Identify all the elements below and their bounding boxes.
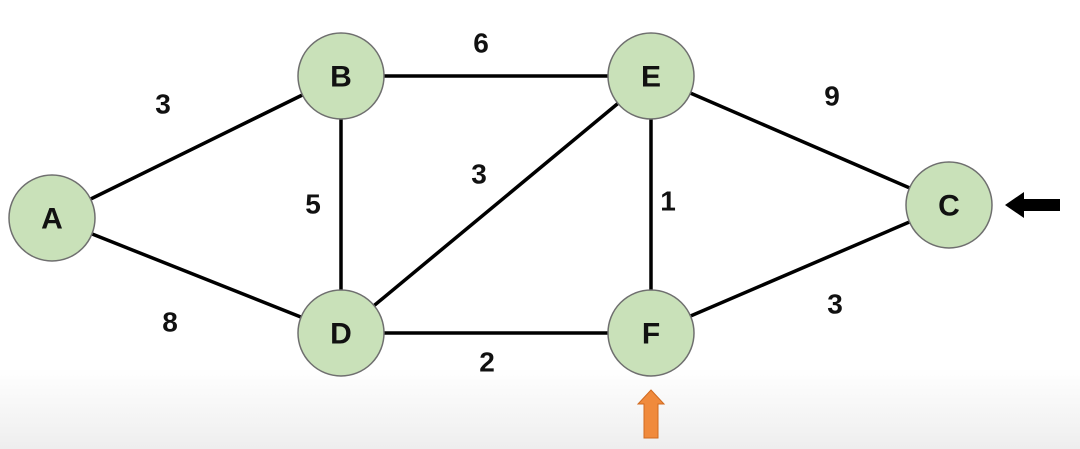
edge-d-e	[339, 74, 653, 335]
node-circle-a	[8, 174, 96, 262]
node-label-c: C	[938, 190, 960, 223]
node-label-d: D	[330, 318, 352, 351]
node-circle-f	[607, 289, 695, 377]
node-circle-c	[905, 161, 993, 249]
node-label-b: B	[330, 61, 352, 94]
node-f: F	[607, 289, 695, 377]
node-label-a: A	[41, 203, 63, 236]
edge-weight-a-b: 3	[155, 89, 171, 120]
edge-weight-f-c: 3	[827, 289, 843, 320]
markers-layer	[636, 192, 1060, 439]
edge-a-d	[50, 216, 343, 335]
up-arrow-icon	[636, 389, 666, 439]
edge-weight-a-d: 8	[162, 307, 178, 338]
edge-weight-b-e: 6	[473, 28, 489, 59]
node-circle-e	[607, 32, 695, 120]
edges-layer	[50, 74, 951, 335]
node-a: A	[8, 174, 96, 262]
edge-f-c	[649, 203, 951, 335]
edge-weight-e-c: 9	[824, 81, 840, 112]
node-circle-d	[297, 289, 385, 377]
edge-a-b	[50, 74, 343, 220]
node-e: E	[607, 32, 695, 120]
node-circle-b	[297, 32, 385, 120]
edge-weights-layer: 3 8 6 5 3 9 1 2 3	[155, 28, 843, 378]
node-d: D	[297, 289, 385, 377]
nodes-layer: A B E C D F	[8, 32, 993, 377]
left-arrow-icon	[1005, 192, 1060, 218]
edge-weight-b-d: 5	[305, 189, 321, 220]
edge-e-c	[649, 74, 951, 207]
edge-weight-e-f: 1	[660, 186, 676, 217]
node-c: C	[905, 161, 993, 249]
node-label-e: E	[641, 61, 661, 94]
edge-weight-d-e: 3	[471, 159, 487, 190]
edge-weight-d-f: 2	[479, 347, 495, 378]
node-b: B	[297, 32, 385, 120]
node-label-f: F	[642, 318, 660, 351]
